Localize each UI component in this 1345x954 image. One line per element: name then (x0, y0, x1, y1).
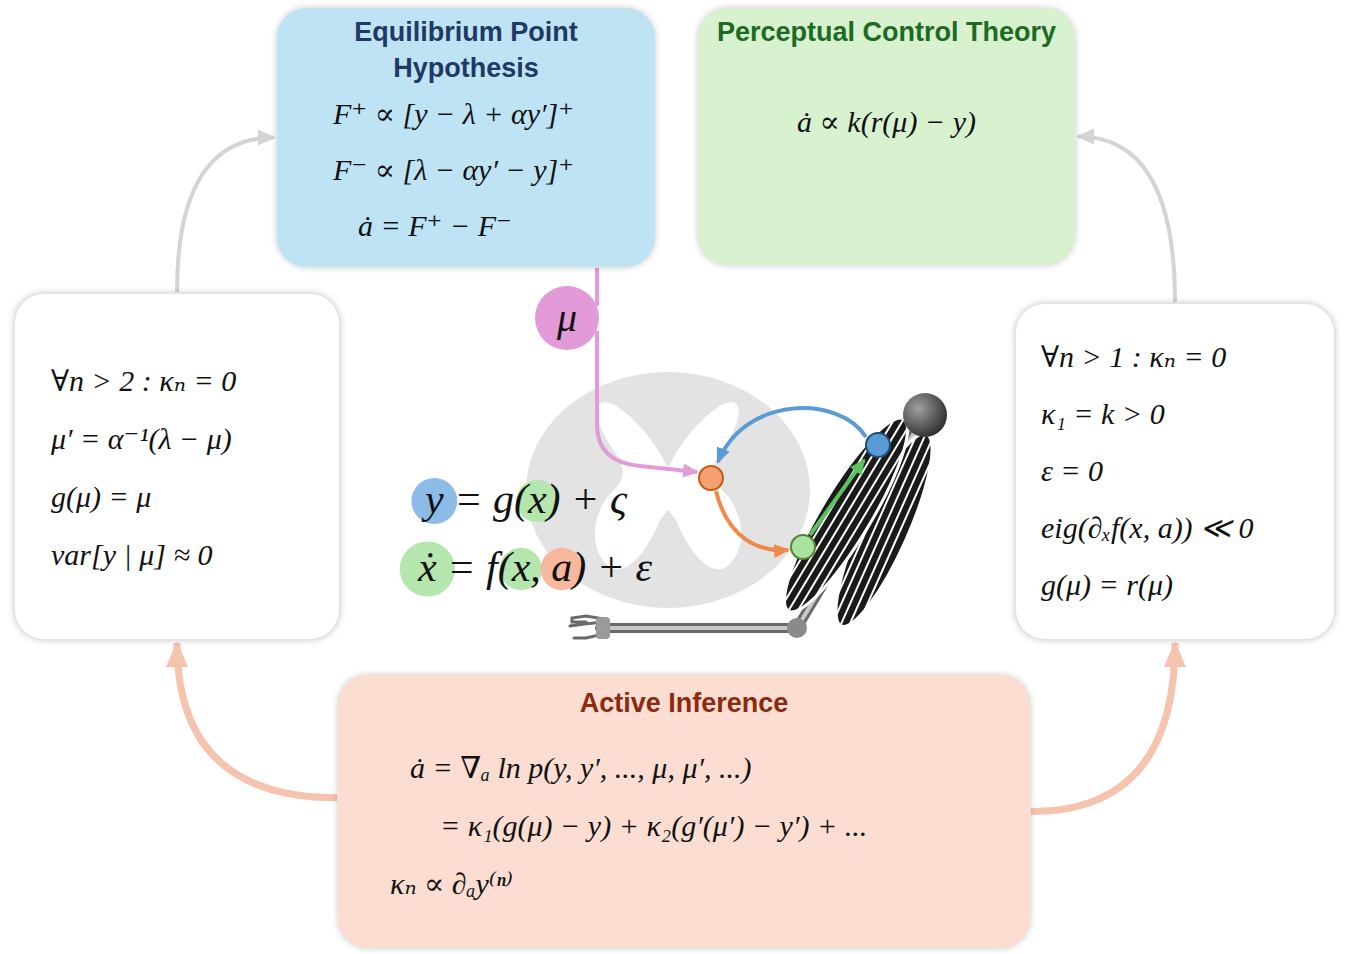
muscle (765, 404, 926, 627)
equation: g(μ) = μ (51, 468, 151, 526)
box-title: Perceptual Control Theory (698, 14, 1075, 50)
equation: var[y | μ] ≈ 0 (51, 526, 212, 584)
forearm-bone (600, 623, 797, 633)
elbow-joint (787, 618, 807, 638)
condition-box: ∀n > 1 : κₙ = 0κ₁ = k > 0ε = 0eig(∂ₓf(x,… (1015, 303, 1335, 640)
equation: μ′ = α⁻¹(λ − μ) (51, 410, 232, 468)
equation-label: y = g(x) + ς (425, 474, 627, 524)
framework-box: Active Inference ȧ = ∇ₐ ln p(y, y′, ..., … (338, 675, 1030, 948)
shoulder-joint (903, 393, 947, 437)
box-title: Equilibrium Point Hypothesis (277, 14, 655, 86)
equation: κ₁ = k > 0 (1041, 385, 1165, 442)
muscle-belly (767, 406, 925, 624)
equation: ∀n > 1 : κₙ = 0 (1041, 328, 1226, 385)
equation: F⁺ ∝ [y − λ + αy′]⁺ (333, 86, 574, 142)
hand (596, 617, 610, 639)
equation: g(μ) = r(μ) (1041, 556, 1173, 613)
equation: F⁻ ∝ [λ − αy′ − y]⁺ (333, 142, 574, 198)
forearm-bone (600, 626, 797, 630)
equation: = κ₁(g(μ) − y) + κ₂(g′(μ′) − y′) + ... (440, 797, 867, 855)
condition-box: ∀n > 2 : κₙ = 0μ′ = α⁻¹(λ − μ)g(μ) = μva… (14, 293, 340, 640)
hypothesis-box: Equilibrium Point HypothesisF⁺ ∝ [y − λ … (277, 8, 655, 267)
equation: ∀n > 2 : κₙ = 0 (51, 352, 236, 410)
equation: eig(∂ₓf(x, a)) ≪ 0 (1041, 499, 1254, 556)
connector-arrow (1078, 137, 1175, 303)
efferent-arrow (716, 491, 788, 550)
muscle-state-dot (791, 535, 815, 559)
muscle-fibres (773, 408, 919, 622)
sensor-dot (866, 433, 890, 457)
equation: ȧ = F⁺ − F⁻ (358, 198, 512, 254)
equation: ȧ = ∇ₐ ln p(y, y′, ..., μ, μ′, ...) (410, 739, 752, 797)
motor-neuron-dot (699, 466, 723, 490)
connector-arrow (595, 268, 599, 306)
theory-box: Perceptual Control Theory ȧ ∝ k(r(μ) − y) (698, 8, 1075, 265)
equation: μ (557, 286, 577, 350)
connector-arrow (1031, 643, 1175, 812)
descending-signal (597, 331, 697, 472)
equation: ε = 0 (1041, 442, 1103, 499)
box-title: Active Inference (338, 685, 1030, 721)
connector-arrow (177, 138, 274, 293)
connector-arrow (177, 643, 337, 798)
equation-label: ẋ = f(x, a) + ε (418, 542, 652, 592)
afferent-arrow (718, 408, 866, 462)
equation: ȧ ∝ k(r(μ) − y) (797, 94, 976, 150)
equation: κₙ ∝ ∂ₐy⁽ⁿ⁾ (390, 855, 513, 913)
state-arrow (810, 460, 864, 535)
signal-circle: μ (535, 286, 599, 350)
